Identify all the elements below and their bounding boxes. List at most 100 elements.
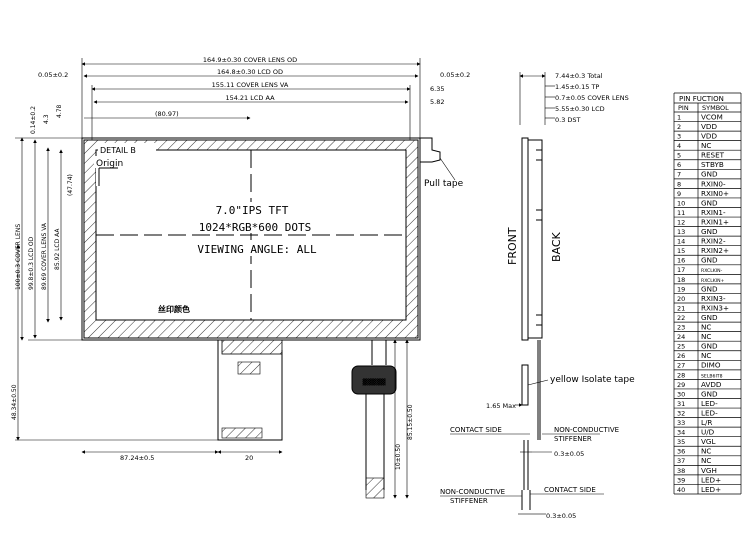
label-stiffener-1: STIFFENER [554, 435, 592, 443]
pin-number: 13 [677, 228, 685, 236]
pin-symbol: RXIN0- [701, 179, 726, 188]
pin-symbol: NC [701, 332, 711, 341]
spec-line-2: 1024*RGB*600 DOTS [199, 221, 312, 234]
pin-symbol: RXCLKIN- [701, 268, 723, 274]
pin-symbol: RXIN3+ [701, 303, 729, 312]
dim-right-aa: 5.82 [430, 98, 444, 106]
pin-symbol: NC [701, 323, 711, 332]
pin-number: 21 [677, 304, 685, 312]
pin-symbol: GND [701, 389, 718, 398]
pin-symbol: GND [701, 313, 718, 322]
pin-symbol: GND [701, 256, 718, 265]
spec-line-1: 7.0"IPS TFT [216, 204, 289, 217]
pin-symbol: RXIN2+ [701, 246, 729, 255]
label-origin: Origin [96, 159, 123, 169]
pin-symbol: VDD [701, 122, 717, 131]
pin-number: 7 [677, 171, 681, 179]
dim-side-dst: 0.3 DST [555, 116, 581, 124]
pin-symbol: GND [701, 284, 718, 293]
pin-symbol: VCOM [701, 112, 723, 121]
pin-symbol: SELB6IT8 [701, 373, 723, 379]
pin-symbol: AVDD [701, 380, 722, 389]
pin-symbol: U/D [701, 428, 715, 437]
pin-number: 2 [677, 123, 681, 131]
flex-tail-2: ▓▓▓▓▓ 10±0.50 85.15±0.50 [351, 339, 414, 499]
pin-symbol: LED- [701, 408, 718, 417]
dim-lcd-aa-h: 85.92 LCD AA [54, 228, 61, 270]
pin-symbol: RXIN0+ [701, 189, 729, 198]
pin-number: 27 [677, 362, 685, 370]
pin-number: 16 [677, 257, 685, 265]
pin-symbol: RXIN3- [701, 294, 726, 303]
pin-symbol: GND [701, 170, 718, 179]
dim-cover-lens-va-h: 89.69 COVER LENS VA [41, 222, 48, 290]
pin-number: 32 [677, 409, 685, 417]
pin-number: 3 [677, 133, 681, 141]
label-pull-tape: Pull tape [424, 179, 464, 189]
pin-header-pin: PIN [678, 104, 689, 112]
pin-number: 15 [677, 247, 685, 255]
pin-number: 25 [677, 343, 685, 351]
pin-number: 11 [677, 209, 685, 217]
dim-top-va: 4.3 [43, 114, 50, 124]
svg-text:▓▓▓▓▓: ▓▓▓▓▓ [362, 378, 385, 386]
label-non-conductive-2: NON-CONDUCTIVE [440, 488, 505, 496]
dim-lcd-od-h: 99.8±0.3 LCD OD [28, 236, 35, 290]
pin-symbol: RESET [701, 151, 725, 160]
spec-line-3: VIEWING ANGLE: ALL [197, 243, 317, 256]
pin-number: 17 [677, 266, 685, 274]
label-detail: DETAIL B [100, 146, 136, 155]
dim-fpc-width: 20 [245, 454, 253, 462]
pin-number: 4 [677, 142, 681, 150]
pin-number: 29 [677, 381, 685, 389]
pin-number: 23 [677, 324, 685, 332]
pin-number: 40 [677, 486, 685, 494]
front-view: 164.9±0.30 COVER LENS OD 164.8±0.30 LCD … [11, 56, 470, 499]
pin-symbol: NC [701, 456, 711, 465]
pin-number: 14 [677, 238, 685, 246]
pin-number: 37 [677, 457, 685, 465]
pin-number: 9 [677, 190, 681, 198]
dim-lcd-od-w: 164.8±0.30 LCD OD [217, 68, 283, 76]
pin-symbol: LED+ [701, 475, 721, 484]
dim-left-offset: 0.05±0.2 [38, 71, 68, 79]
dim-lcd-aa-w: 154.21 LCD AA [225, 94, 275, 102]
pin-number: 34 [677, 429, 685, 437]
pin-symbol: VGL [701, 437, 716, 446]
pin-symbol: VGH [701, 466, 717, 475]
silk-note: 丝印颜色 [158, 304, 190, 314]
pin-symbol: DIMO [701, 361, 721, 370]
fpc-tail: 87.24±0.5 20 [81, 339, 283, 462]
dim-fpc-len-1: 10±0.50 [395, 444, 402, 470]
pin-header-symbol: SYMBOL [702, 104, 729, 112]
dim-right-offset: 0.05±0.2 [440, 71, 470, 79]
pin-number: 18 [677, 276, 685, 284]
pin-number: 36 [677, 448, 685, 456]
pin-symbol: STBYB [701, 160, 724, 169]
dim-side-lcd: 5.55±0.30 LCD [555, 105, 605, 113]
dim-center-x: (80.97) [155, 110, 179, 118]
pin-symbol: NC [701, 351, 711, 360]
label-front: FRONT [506, 227, 519, 265]
pin-number: 30 [677, 390, 685, 398]
dim-side-tp: 1.45±0.15 TP [555, 83, 599, 91]
pin-symbol: NC [701, 447, 711, 456]
label-non-conductive-1: NON-CONDUCTIVE [554, 426, 619, 434]
pin-number: 20 [677, 295, 685, 303]
dim-thickness-1: 0.3±0.05 [554, 450, 584, 458]
pin-number: 1 [677, 113, 681, 121]
pin-number: 38 [677, 467, 685, 475]
pin-number: 6 [677, 161, 681, 169]
pin-number: 31 [677, 400, 685, 408]
dim-top-offset: 0.14±0.2 [30, 106, 37, 134]
pin-symbol: RXCLKIN+ [701, 278, 725, 284]
pin-number: 5 [677, 152, 681, 160]
pin-number: 33 [677, 419, 685, 427]
dim-bottom-total: 48.34±0.50 [11, 384, 18, 420]
pin-symbol: LED+ [701, 485, 721, 494]
label-back: BACK [550, 231, 563, 262]
label-max: 1.65 Max [486, 402, 516, 410]
pin-symbol: NC [701, 141, 711, 150]
